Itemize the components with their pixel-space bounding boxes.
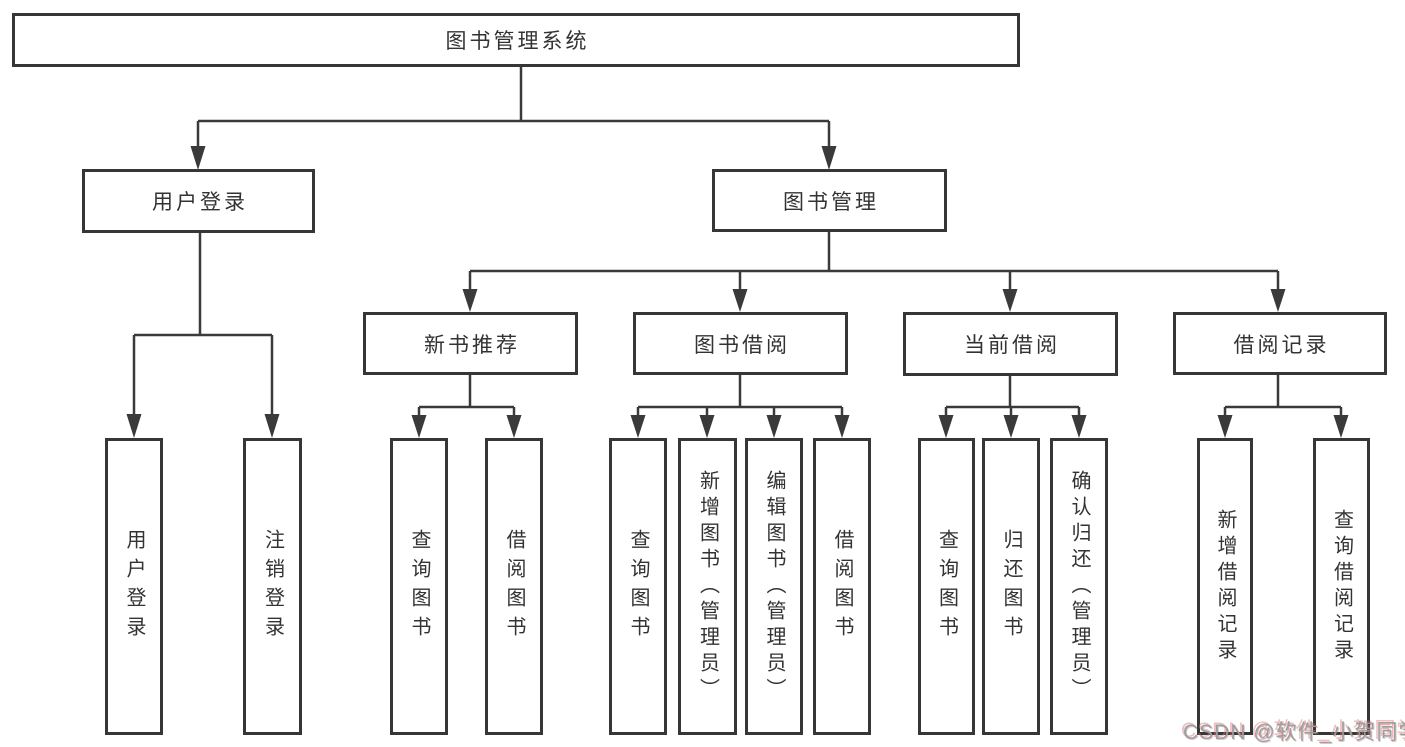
node-user-login: 用户登录	[82, 169, 315, 233]
leaf-confirm-return-admin: 确认归还（管理员）	[1050, 438, 1108, 735]
leaf-edit-book-admin: 编辑图书（管理员）	[745, 438, 803, 735]
node-current-borrowing: 当前借阅	[903, 312, 1118, 376]
leaf-logout: 注销登录	[243, 438, 302, 735]
leaf-borrow-books-recommend: 借阅图书	[485, 438, 543, 735]
leaf-borrow-books: 借阅图书	[813, 438, 871, 735]
node-library-management-system: 图书管理系统	[12, 13, 1020, 67]
node-book-borrowing: 图书借阅	[633, 312, 848, 375]
csdn-watermark: CSDN @软件_小贺同学	[1183, 721, 1405, 744]
leaf-query-books-borrow: 查询图书	[609, 438, 667, 735]
leaf-query-borrow-record: 查询借阅记录	[1313, 438, 1370, 735]
leaf-add-borrow-record: 新增借阅记录	[1197, 438, 1253, 735]
node-book-management: 图书管理	[712, 169, 947, 232]
leaf-query-books-current: 查询图书	[918, 438, 975, 735]
leaf-user-login: 用户登录	[105, 438, 163, 735]
node-new-book-recommendation: 新书推荐	[363, 312, 578, 375]
leaf-query-books-recommend: 查询图书	[390, 438, 448, 735]
node-borrowing-records: 借阅记录	[1173, 312, 1387, 375]
leaf-add-book-admin: 新增图书（管理员）	[678, 438, 737, 735]
leaf-return-book: 归还图书	[982, 438, 1040, 735]
